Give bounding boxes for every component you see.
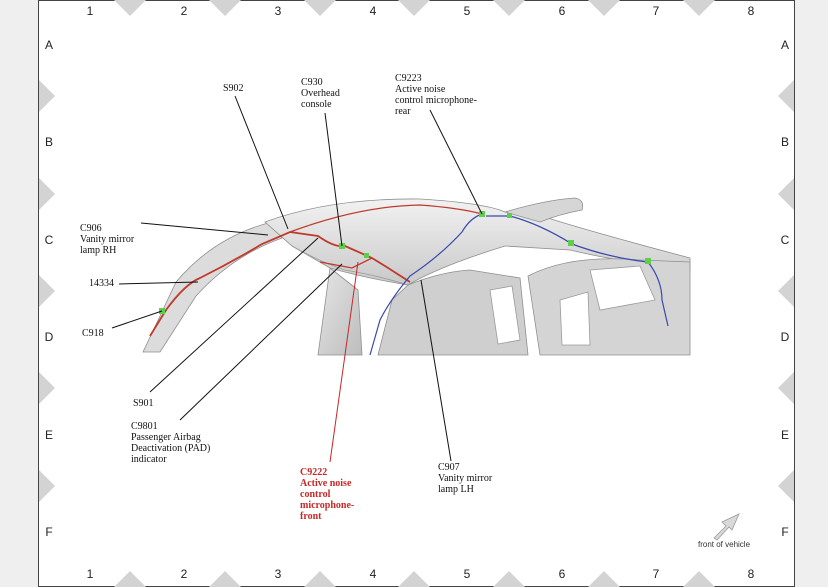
grid-col-top-5: 5 <box>463 4 471 18</box>
grid-col-bottom-8: 8 <box>747 567 755 581</box>
label-c9222: C9222 Active noise control microphone- f… <box>300 467 355 522</box>
grid-col-bottom-6: 6 <box>558 567 566 581</box>
grid-col-top-3: 3 <box>274 4 282 18</box>
grid-col-bottom-2: 2 <box>180 567 188 581</box>
label-c930: C930 Overhead console <box>301 77 340 110</box>
grid-col-top-4: 4 <box>369 4 377 18</box>
grid-row-right-c: C <box>780 233 790 247</box>
grid-row-right-a: A <box>780 38 789 52</box>
grid-col-bottom-3: 3 <box>274 567 282 581</box>
grid-col-bottom-4: 4 <box>369 567 377 581</box>
grid-col-bottom-1: 1 <box>86 567 94 581</box>
grid-col-top-8: 8 <box>747 4 755 18</box>
grid-col-top-2: 2 <box>180 4 188 18</box>
label-c9801: C9801 Passenger Airbag Deactivation (PAD… <box>131 421 211 465</box>
grid-row-left-a: A <box>44 38 53 52</box>
grid-row-left-f: F <box>45 525 53 539</box>
grid-row-right-f: F <box>781 525 789 539</box>
label-c9223: C9223 Active noise control microphone- r… <box>395 73 477 117</box>
arrow-icon <box>713 513 740 541</box>
grid-row-left-e: E <box>44 428 53 442</box>
grid-col-top-1: 1 <box>86 4 94 18</box>
grid-col-bottom-7: 7 <box>652 567 660 581</box>
label-c907: C907 Vanity mirror lamp LH <box>438 462 493 495</box>
grid-row-right-e: E <box>780 428 789 442</box>
grid-row-right-b: B <box>780 135 789 149</box>
label-s902: S902 <box>223 83 244 94</box>
label-c906: C906 Vanity mirror lamp RH <box>80 223 135 256</box>
grid-row-right-d: D <box>780 330 790 344</box>
grid-row-left-d: D <box>44 330 54 344</box>
grid-col-top-7: 7 <box>652 4 660 18</box>
grid-row-left-b: B <box>44 135 53 149</box>
label-c918: C918 <box>82 328 104 339</box>
grid-markers <box>39 0 794 587</box>
label-14334: 14334 <box>89 278 114 289</box>
front-of-vehicle-label: front of vehicle <box>698 540 751 549</box>
callout-leaders <box>111 95 483 463</box>
grid-col-bottom-5: 5 <box>463 567 471 581</box>
vehicle-body <box>142 197 691 356</box>
harness-blue <box>369 213 669 356</box>
grid-row-left-c: C <box>44 233 54 247</box>
label-s901: S901 <box>133 398 154 409</box>
grid-col-top-6: 6 <box>558 4 566 18</box>
